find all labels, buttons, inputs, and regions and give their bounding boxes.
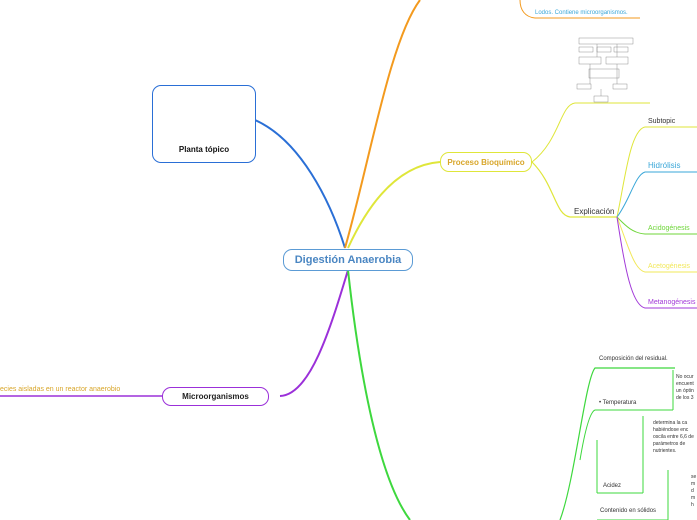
acidez-label[interactable]: Acidez: [603, 483, 622, 489]
topic-proceso[interactable]: Proceso Bioquímico: [440, 152, 532, 172]
acidogenesis-label[interactable]: Acidogénesis: [648, 225, 690, 232]
temperatura-label[interactable]: • Temperatura: [599, 400, 637, 406]
yellow-subtopic: [616, 126, 697, 218]
topic-planta-label: Planta tópico: [178, 145, 230, 154]
solidos-text: se m d m h: [691, 474, 697, 508]
subtopic-label[interactable]: Subtopic: [648, 118, 676, 125]
process-diagram-image: [576, 37, 634, 103]
yellow-image-branch: [531, 102, 650, 163]
solidos-label[interactable]: Contenido en sólidos: [600, 508, 657, 514]
branch-purple: [279, 269, 349, 397]
acidez-text: determina la ca habiéndose enc oscila en…: [653, 420, 694, 454]
branch-yellow: [347, 161, 441, 249]
composicion-label[interactable]: Composición del residual.: [599, 356, 668, 362]
topic-planta[interactable]: Planta tópico: [152, 85, 256, 163]
yellow-hidrolisis: [616, 171, 697, 218]
yellow-acido: [616, 216, 697, 235]
metanogenesis-label[interactable]: Metanogénesis: [648, 299, 696, 306]
branch-green: [347, 269, 411, 520]
topic-microorganismos[interactable]: Microorganismos: [162, 387, 269, 406]
yellow-metano: [616, 216, 697, 309]
temperatura-text: No ocur encuent un óptin de los 3: [676, 374, 694, 401]
green-main-vert: [559, 367, 675, 520]
orange-sub: [519, 0, 640, 19]
central-topic[interactable]: Digestión Anaerobia: [283, 249, 413, 271]
explicacion-label[interactable]: Explicación: [574, 207, 615, 216]
acetogenesis-label[interactable]: Acetogénesis: [648, 263, 691, 270]
yellow-aceto: [616, 216, 697, 273]
branch-orange: [344, 0, 421, 249]
green-temp-curve: [579, 409, 596, 461]
top-branch-text: Lodos. Contiene microorganismos.: [535, 10, 628, 16]
hidrolisis-label[interactable]: Hidrólisis: [648, 161, 681, 170]
branch-blue: [254, 119, 346, 249]
yellow-expl-branch: [531, 161, 617, 218]
micro-child-label[interactable]: ecies aisladas en un reactor anaerobio: [0, 386, 121, 393]
